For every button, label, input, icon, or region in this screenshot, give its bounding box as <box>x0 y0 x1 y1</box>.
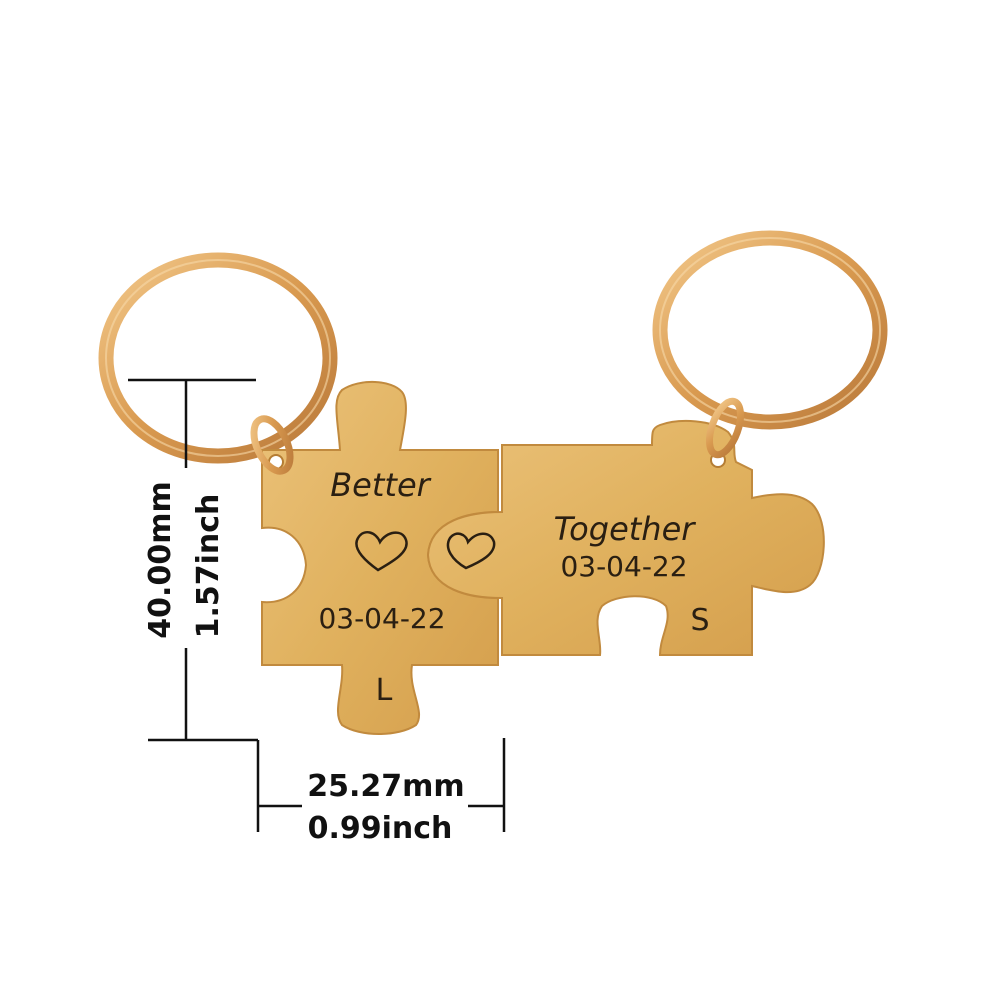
left-top-text: Better <box>330 466 431 504</box>
width-dimension <box>256 738 506 832</box>
right-top-text: Together <box>554 510 697 548</box>
right-jump-ring <box>705 397 745 459</box>
left-date: 03-04-22 <box>318 602 445 635</box>
left-initial: L <box>376 673 393 708</box>
height-inch-label: 1.57inch <box>191 494 226 639</box>
height-mm-label: 40.00mm <box>143 481 178 638</box>
width-mm-label: 25.27mm <box>307 769 464 804</box>
left-jump-ring <box>250 415 294 475</box>
right-date: 03-04-22 <box>560 550 687 583</box>
left-heart-icon <box>355 530 408 572</box>
right-puzzle-piece <box>426 420 825 656</box>
height-dimension <box>128 378 258 742</box>
right-key-ring <box>652 230 888 430</box>
right-heart-icon <box>446 532 496 570</box>
width-inch-label: 0.99inch <box>308 811 453 846</box>
left-key-ring <box>98 252 338 464</box>
right-initial: S <box>690 603 709 638</box>
